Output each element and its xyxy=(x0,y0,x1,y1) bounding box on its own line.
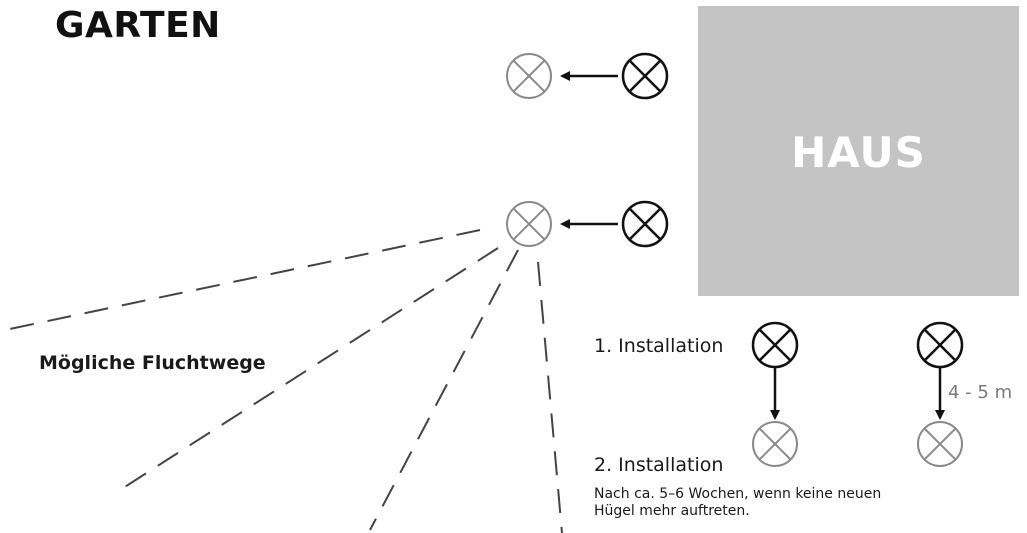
trap-marker-new-top xyxy=(506,53,552,99)
house-block: HAUS xyxy=(698,6,1019,296)
second-installation-note: Nach ca. 5–6 Wochen, wenn keine neuen Hü… xyxy=(594,486,882,519)
escape-route-3 xyxy=(369,249,519,531)
legend-marker-second-2 xyxy=(917,421,963,467)
trap-marker-old-middle xyxy=(621,200,669,248)
first-installation-label: 1. Installation xyxy=(594,335,724,357)
legend-marker-first-1 xyxy=(751,321,799,369)
house-label: HAUS xyxy=(791,128,926,177)
escape-route-1 xyxy=(4,229,481,331)
legend-marker-second-1 xyxy=(752,421,798,467)
trap-marker-old-top xyxy=(621,52,669,100)
escape-routes xyxy=(4,229,563,533)
second-installation-label: 2. Installation xyxy=(594,454,724,476)
distance-label: 4 - 5 m xyxy=(948,382,1013,403)
escape-routes-label: Mögliche Fluchtwege xyxy=(39,352,266,374)
garden-title: GARTEN xyxy=(55,5,221,46)
trap-marker-new-middle xyxy=(506,201,552,247)
legend-marker-first-2 xyxy=(916,321,964,369)
escape-route-4 xyxy=(537,261,563,533)
